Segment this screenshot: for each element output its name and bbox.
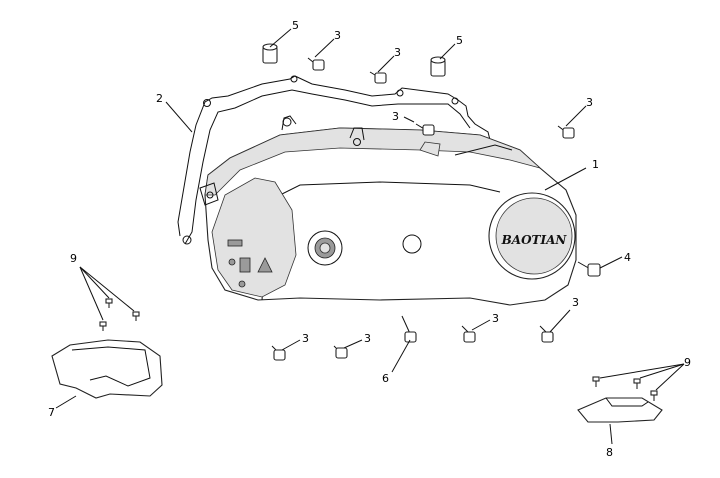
callout-part-9: 9: [684, 356, 691, 369]
callout-part-3: 3: [492, 312, 499, 325]
callout-part-3: 3: [586, 96, 593, 109]
callout-part-3: 3: [334, 29, 341, 42]
callout-part-6: 6: [382, 372, 389, 385]
bolt-part-3: [557, 125, 575, 139]
screw-part-9: [105, 298, 113, 308]
gasket-part-2: [177, 75, 491, 245]
bolt-part-3: [369, 71, 387, 84]
callout-part-7: 7: [48, 406, 55, 419]
screw-part-9: [132, 311, 140, 321]
long-bolt-part-6: [401, 315, 417, 343]
callout-part-3: 3: [572, 296, 579, 309]
bolt-part-3: [333, 345, 348, 359]
duct-cover-part-7: [51, 339, 163, 399]
crankcase-cover-part-1: BAOTIAN: [199, 115, 577, 306]
callout-part-3: 3: [302, 332, 309, 345]
callout-part-3: 3: [394, 46, 401, 59]
callout-part-5: 5: [456, 34, 463, 47]
bolt-part-3: [415, 123, 435, 136]
bracket-part-8: [577, 397, 663, 423]
brand-logo-text: BAOTIAN: [501, 233, 568, 247]
callout-part-4: 4: [624, 251, 631, 264]
callout-part-1: 1: [592, 158, 599, 171]
bolt-part-3: [271, 345, 286, 361]
screw-part-9: [650, 390, 658, 401]
screw-part-9: [99, 321, 107, 331]
callout-part-9: 9: [70, 252, 77, 265]
screw-part-9: [592, 376, 600, 387]
screw-part-9: [633, 378, 641, 389]
callout-part-3: 3: [364, 332, 371, 345]
bolt-part-3: [307, 57, 325, 71]
callout-part-3: 3: [392, 110, 399, 123]
callout-part-2: 2: [156, 92, 163, 105]
callout-part-8: 8: [606, 446, 613, 459]
callout-part-5: 5: [292, 19, 299, 32]
dowel-sleeve-part-5: [430, 56, 446, 77]
leader-lines: [55, 28, 685, 445]
bolt-part-4: [577, 261, 601, 277]
bolt-part-3: [461, 325, 476, 343]
bolt-part-3: [539, 325, 554, 343]
